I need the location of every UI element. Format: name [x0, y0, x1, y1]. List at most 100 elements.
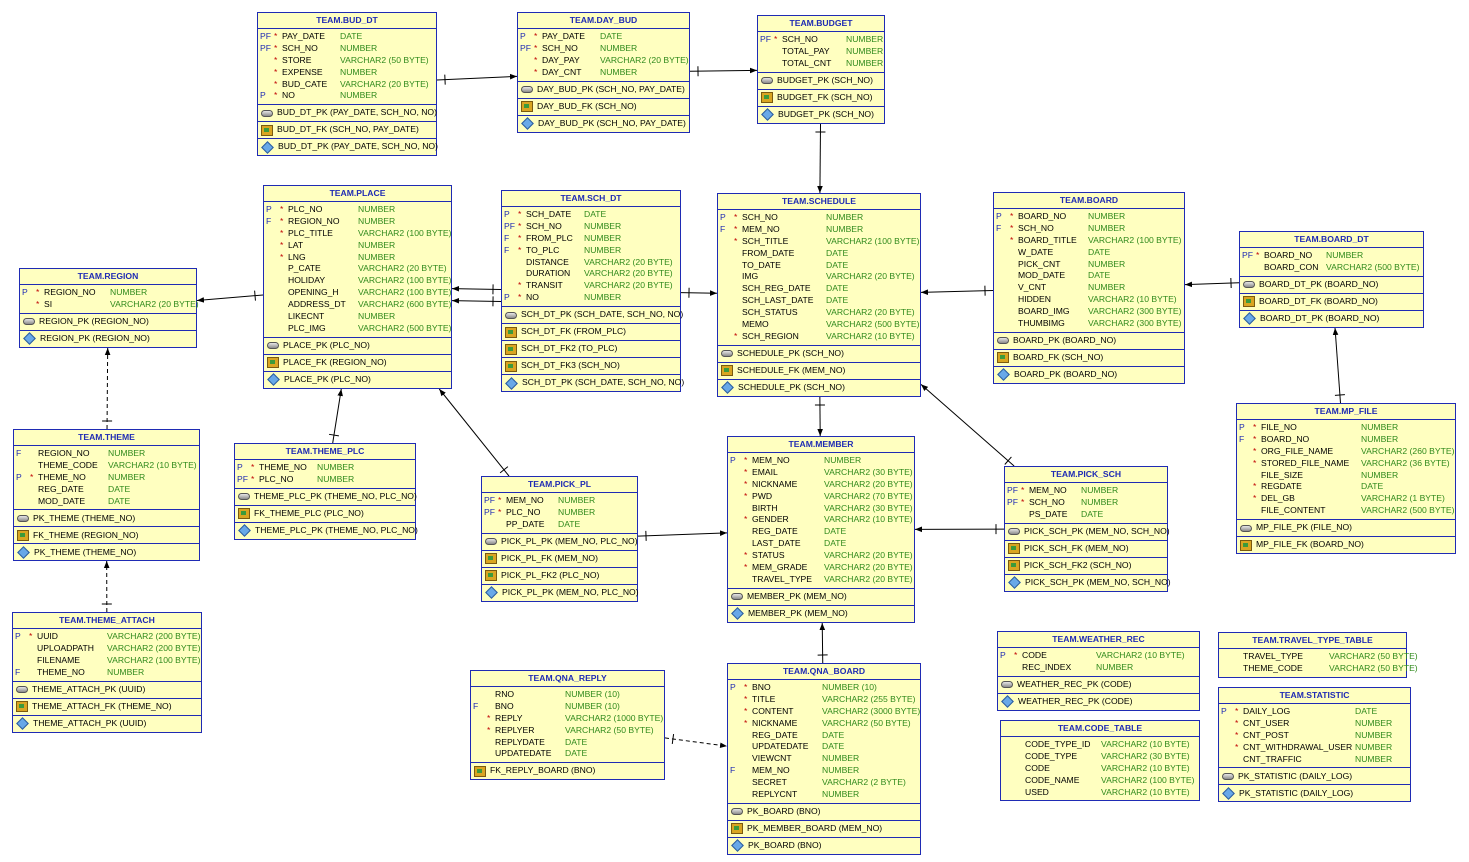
- key-flag: [994, 270, 1010, 282]
- constraint-section: SCHEDULE_FK (MEM_NO): [718, 361, 920, 379]
- foreign-key-icon: [261, 124, 273, 136]
- constraint-section: THEME_PLC_PK (THEME_NO, PLC_NO): [235, 521, 418, 539]
- constraint-section: REGION_PK (REGION_NO): [20, 329, 196, 347]
- key-flag: P: [504, 209, 510, 219]
- key-flag: [482, 519, 498, 531]
- index-row: BUD_DT_PK (PAY_DATE, SCH_NO, NO): [258, 139, 438, 155]
- foreign-key-icon: [485, 570, 497, 582]
- key-flag: F: [1239, 433, 1245, 444]
- column-name: V_CNT: [1018, 282, 1047, 293]
- key-flag: [1001, 751, 1017, 763]
- column-name: REG_DATE: [38, 483, 84, 494]
- constraint-section: SCH_DT_FK2 (TO_PLC): [502, 340, 680, 357]
- constraint-label: PICK_PL_PK (MEM_NO, PLC_NO): [502, 586, 639, 597]
- index-diamond-icon: [505, 376, 518, 390]
- key-flag: P: [730, 682, 736, 692]
- key-flag: P: [1000, 650, 1006, 660]
- foreign-key-icon: [267, 357, 279, 369]
- column-type: DATE: [558, 518, 581, 529]
- column-type: VARCHAR2 (100 BYTE): [358, 227, 452, 238]
- table-title: TEAM.BOARD: [994, 193, 1184, 209]
- constraint-section: PLACE_PK (PLC_NO): [264, 370, 451, 388]
- key-flag: [471, 725, 487, 737]
- mandatory-marker: *: [744, 478, 748, 489]
- column-name: SCH_NO: [1029, 496, 1065, 507]
- constraint-section: PK_STATISTIC (DAILY_LOG): [1219, 767, 1410, 784]
- column-type: VARCHAR2 (20 BYTE): [824, 562, 913, 573]
- column-name: CNT_USER: [1243, 717, 1290, 728]
- foreign-key-icon: [16, 701, 28, 713]
- key-flag: [728, 526, 744, 538]
- key-flag: PF: [1242, 250, 1253, 260]
- constraint-label: SCHEDULE_PK (SCH_NO): [737, 347, 844, 358]
- index-diamond-icon: [731, 607, 744, 621]
- mandatory-marker: *: [274, 66, 278, 77]
- constraint-label: SCH_DT_PK (SCH_DATE, SCH_NO, NO): [521, 309, 684, 320]
- column-type: VARCHAR2 (100 BYTE): [1101, 774, 1195, 785]
- index-diamond-icon: [1008, 576, 1021, 590]
- constraint-section: PICK_SCH_FK (MEM_NO): [1005, 539, 1167, 557]
- table-title: TEAM.QNA_BOARD: [728, 664, 920, 680]
- table-title: TEAM.BOARD_DT: [1240, 232, 1423, 248]
- mandatory-marker: *: [518, 220, 522, 231]
- table-title: TEAM.PICK_PL: [482, 477, 637, 493]
- key-flag: [264, 252, 280, 264]
- key-flag: [758, 58, 774, 70]
- column-name: MEM_NO: [752, 455, 790, 465]
- column-type: NUMBER: [822, 789, 860, 800]
- primary-key-icon: [16, 686, 28, 694]
- constraint-section: PLACE_FK (REGION_NO): [264, 353, 451, 371]
- mandatory-marker: [30, 460, 38, 472]
- column-name: SCH_STATUS: [742, 307, 798, 318]
- constraint-label: THEME_PLC_PK (THEME_NO, PLC_NO): [255, 524, 418, 535]
- key-flag: [718, 283, 734, 295]
- mandatory-marker: *: [534, 31, 538, 41]
- constraint-section: FK_REPLY_BOARD (BNO): [471, 762, 664, 779]
- key-flag: [994, 294, 1010, 306]
- key-flag: [1001, 739, 1017, 751]
- index-diamond-icon: [1222, 787, 1235, 800]
- mandatory-marker: [1235, 651, 1243, 663]
- constraint-label: PICK_SCH_PK (MEM_NO, SCH_NO): [1025, 576, 1171, 587]
- foreign-key-icon: [1008, 560, 1020, 572]
- mandatory-marker: [1017, 751, 1025, 763]
- column-type: DATE: [600, 31, 623, 41]
